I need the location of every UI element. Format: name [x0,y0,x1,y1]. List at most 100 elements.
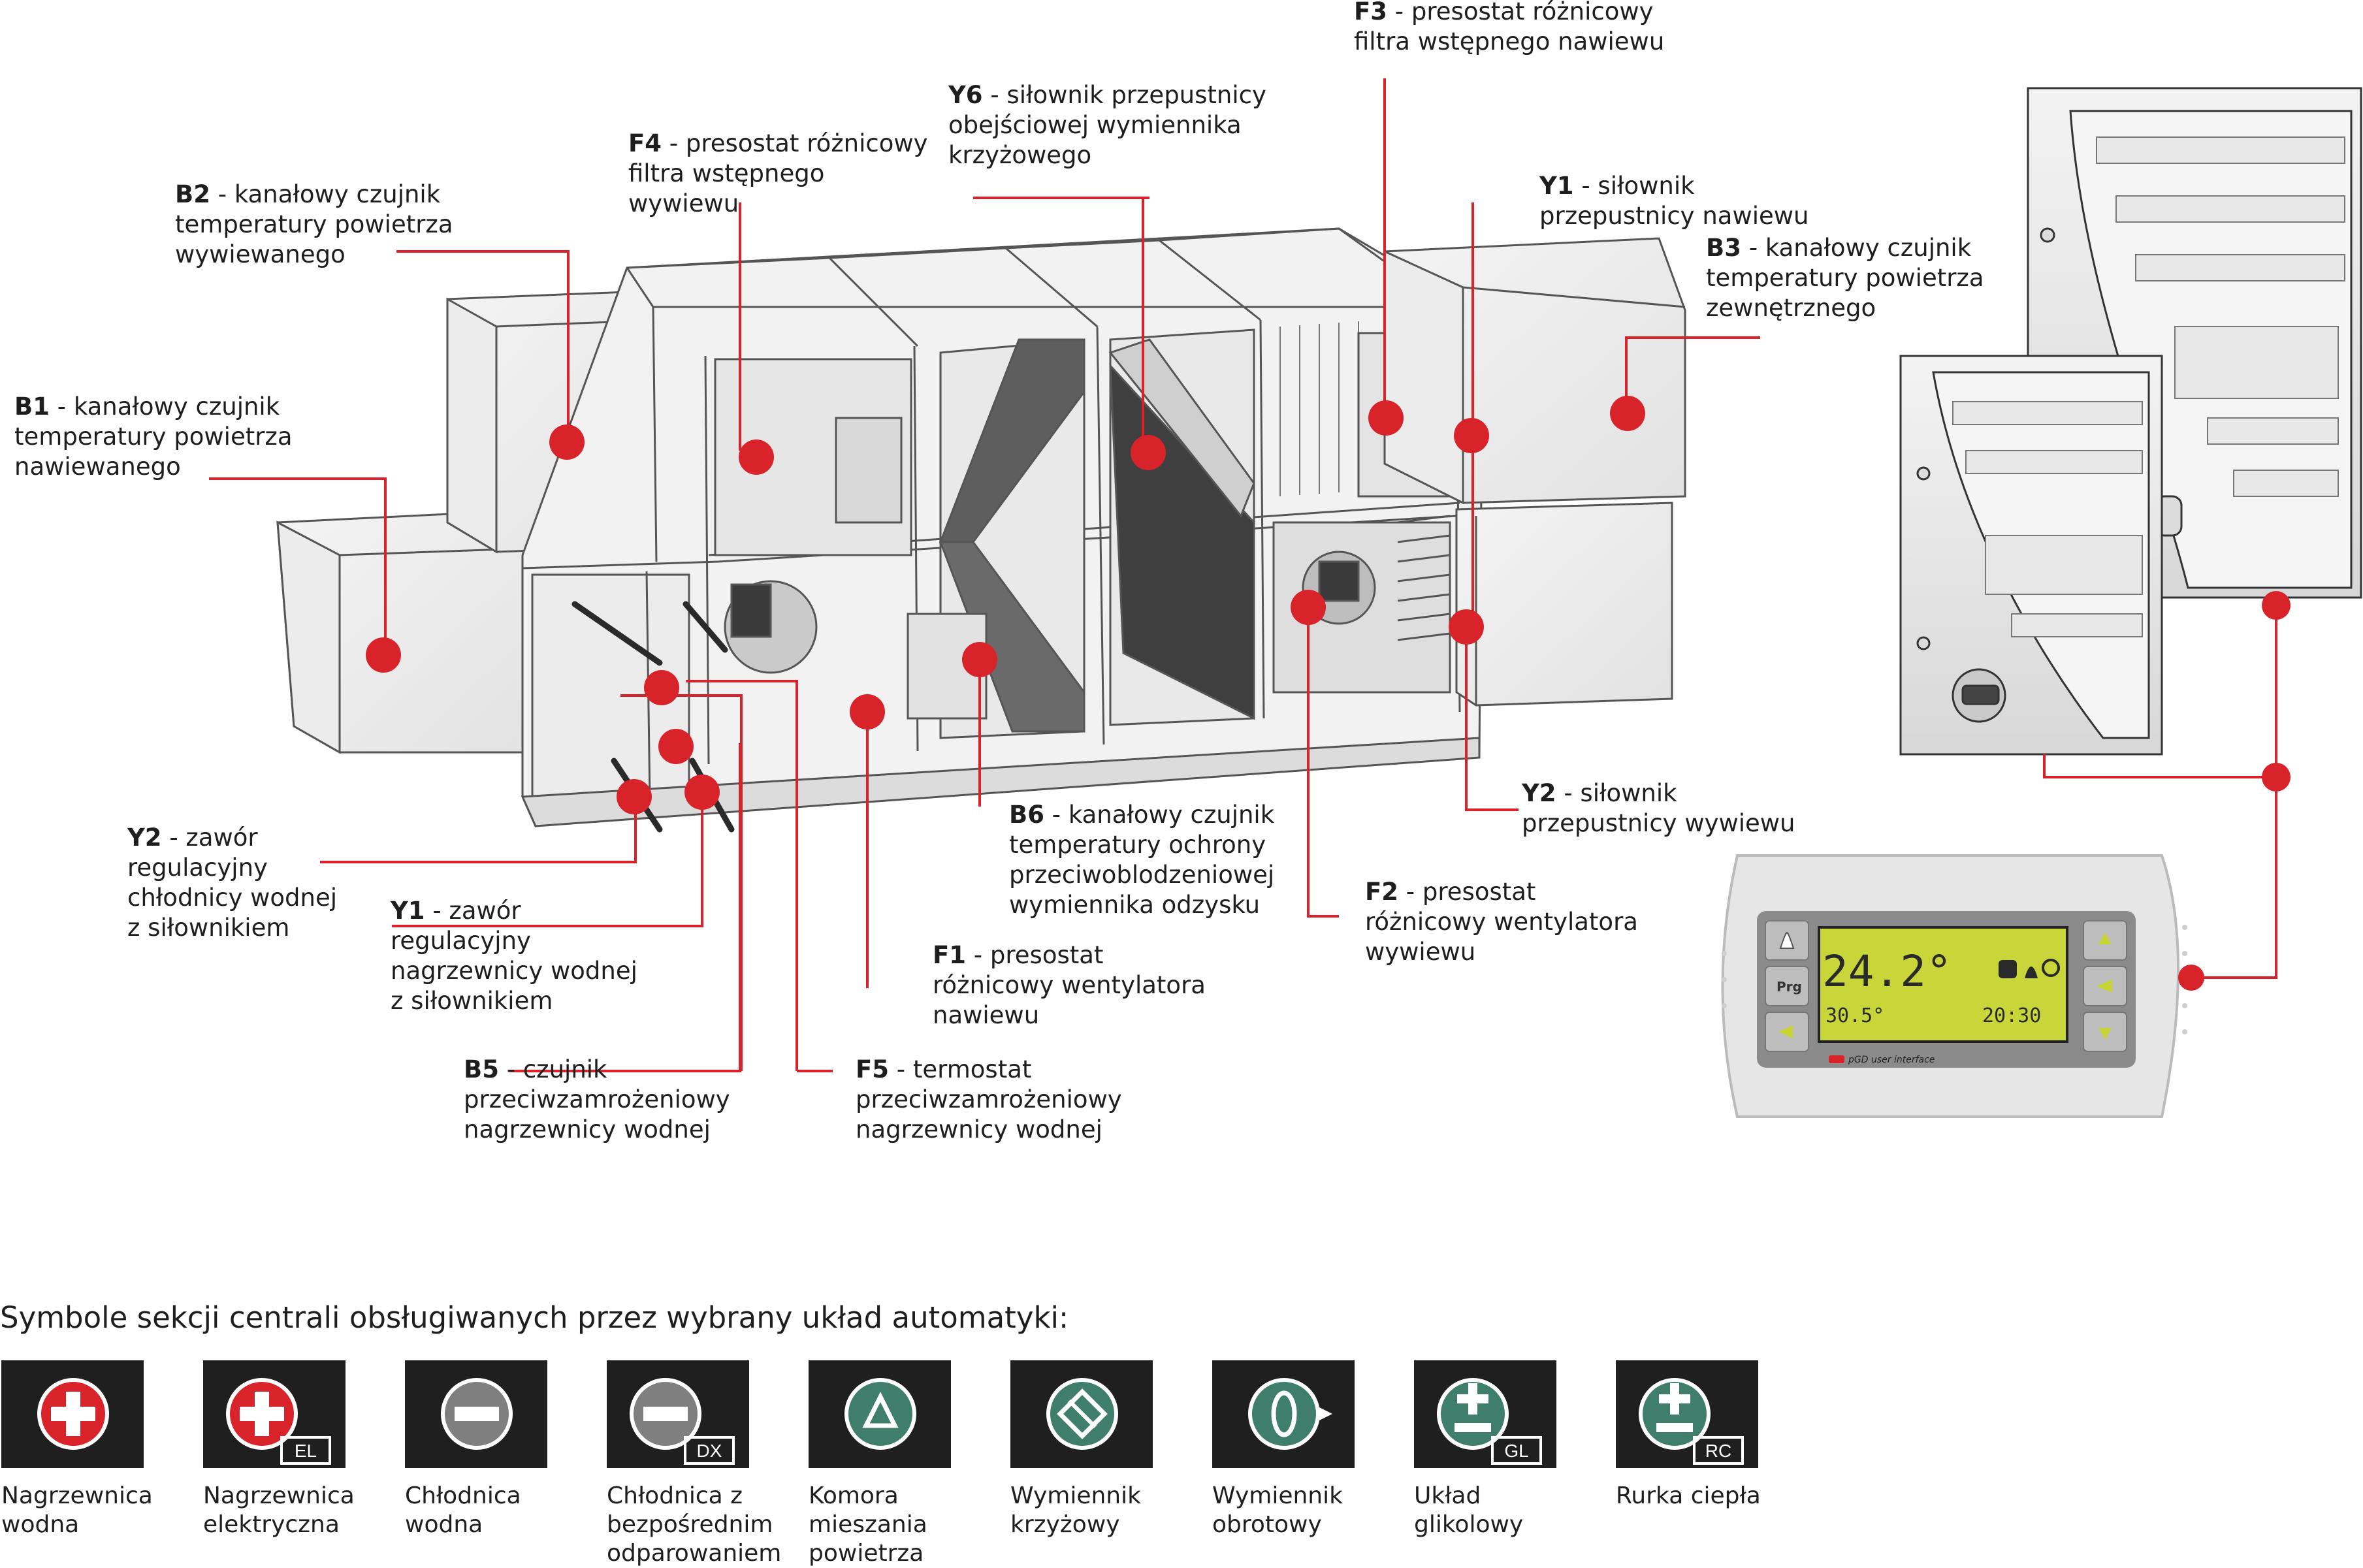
legend-symbol-2: EL [203,1360,346,1468]
marker-f1 [850,694,885,729]
arrow-up-icon [2098,933,2112,944]
legend-caption-line: wodna [1,1511,80,1538]
legend-caption-line: glikolowy [1414,1511,1524,1538]
legend-caption-line: Chłodnica [405,1482,521,1509]
label-y2-damper: Y2 - siłownik przepustnicy wywiewu [1522,779,1795,837]
marker-cabinet-small [2262,763,2291,792]
pgd-controller: Prg 24.2° 30.5° 20:30 pGD user interface [1721,854,2187,1118]
legend-symbol-1 [1,1360,144,1468]
marker-y6 [1131,435,1166,470]
marker-b2 [549,424,585,460]
legend-caption-line: elektryczna [203,1511,340,1538]
legend-caption-line: bezpośrednim [607,1511,773,1538]
label-b1: B1 - kanałowy czujnik temperatury powiet… [14,392,293,481]
controller-status-icons [1999,959,2060,978]
marker-controller [2178,965,2204,991]
cross-exchanger-icon [1046,1378,1118,1450]
marker-y2-damper [1449,609,1484,645]
escape-icon [1778,1025,1793,1038]
legend-caption-line: Chłodnica z [607,1482,743,1509]
legend-caption-line: Nagrzewnica [203,1482,355,1509]
label-f4: F4 - presostat różnicowy filtra wstępneg… [628,129,928,217]
plus-minus-icon: RC [1639,1378,1744,1465]
plus-icon: EL [226,1378,331,1465]
controller-brand: pGD user interface [1848,1055,1935,1065]
controller-time: 20:30 [1982,1004,2041,1027]
legend-caption-line: Komora [809,1482,899,1509]
rotary-exchanger-icon [1248,1378,1332,1450]
recycle-icon [844,1378,916,1450]
legend-symbol-9: RC [1616,1360,1758,1468]
legend-caption-9: Rurka ciepła [1616,1482,1761,1511]
legend-symbol-4: DX [607,1360,749,1468]
legend-caption-line: Wymiennik [1010,1482,1141,1509]
controller-screen [1818,926,2068,1043]
legend-tag: GL [1504,1441,1528,1461]
enter-icon [2097,980,2112,993]
label-f3: F3 - presostat różnicowy filtra wstępneg… [1354,0,1665,56]
leader-lines [209,78,2277,1072]
legend-caption-line: Układ [1414,1482,1481,1509]
legend-tag: EL [295,1441,317,1461]
marker-f3 [1368,400,1404,436]
marker-y1-valve [684,775,720,810]
legend-caption-line: Rurka ciepła [1616,1482,1761,1509]
marker-f2 [1291,590,1326,625]
marker-f5 [644,670,679,705]
marker-cabinet-large [2262,591,2291,620]
legend-symbol-3 [405,1360,547,1468]
arrow-down-icon [2098,1028,2112,1040]
legend-caption-line: krzyżowy [1010,1511,1120,1538]
legend-caption-line: Wymiennik [1212,1482,1343,1509]
controller-temp-main: 24.2° [1822,946,1952,997]
legend-title: Symbole sekcji centrali obsługiwanych pr… [0,1300,1069,1335]
marker-f4 [739,440,774,475]
legend-caption-line: Nagrzewnica [1,1482,153,1509]
legend-caption-line: powietrza [809,1540,924,1567]
marker-b1 [366,637,401,673]
label-b6: B6 - kanałowy czujnik temperatury ochron… [1009,801,1275,919]
legend-caption-line: wodna [405,1511,483,1538]
duct-exhaust-right [1455,502,1673,707]
minus-icon [441,1378,513,1450]
label-y6: Y6 - siłownik przepustnicy obejściowej w… [948,81,1266,169]
marker-b3 [1610,396,1645,431]
legend-symbol-5 [809,1360,951,1468]
legend-symbol-6 [1010,1360,1153,1468]
controller-prg-label: Prg [1776,979,1802,995]
legend-symbol-8: GL [1414,1360,1556,1468]
control-cabinets [1899,87,2362,756]
legend-tag: DX [697,1441,722,1461]
marker-b5 [658,729,694,764]
label-b3: B3 - kanałowy czujnik temperatury powiet… [1706,234,1984,322]
legend-caption-line: obrotowy [1212,1511,1322,1538]
marker-b6 [962,642,997,677]
controller-temp-second: 30.5° [1825,1004,1884,1027]
minus-icon: DX [630,1378,735,1465]
legend-tag: RC [1705,1441,1731,1461]
plus-icon [37,1378,109,1450]
legend-symbol-7 [1212,1360,1355,1468]
legend-caption-line: odparowaniem [607,1540,782,1567]
plus-minus-icon: GL [1437,1378,1542,1465]
label-b2: B2 - kanałowy czujnik temperatury powiet… [175,180,453,268]
legend-caption-line: mieszania [809,1511,927,1538]
marker-y2-valve [617,779,652,814]
bell-icon [1779,932,1795,949]
label-y1-damper: Y1 - siłownik przepustnicy nawiewu [1539,172,1809,230]
marker-y1-damper [1454,418,1489,453]
